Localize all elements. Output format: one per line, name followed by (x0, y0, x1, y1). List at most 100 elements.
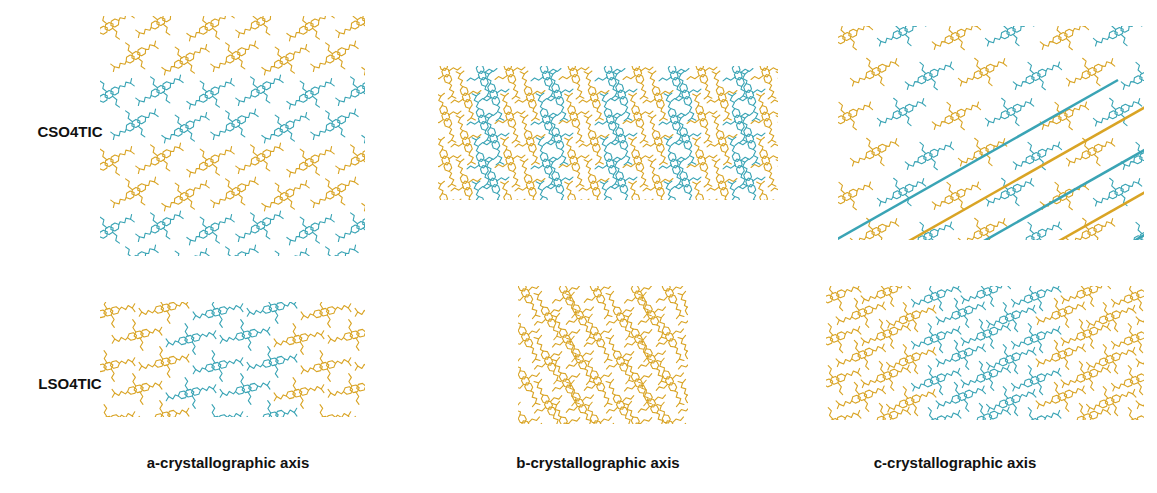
molecule (1006, 397, 1066, 420)
molecule (297, 344, 355, 388)
molecule (1056, 394, 1116, 420)
molecule (229, 63, 290, 118)
molecule (324, 367, 365, 411)
molecule (243, 340, 301, 384)
molecule (535, 66, 582, 125)
packing-panel (826, 286, 1144, 420)
molecule (458, 176, 505, 200)
molecule (698, 198, 745, 200)
molecule (679, 176, 726, 200)
molecule (104, 233, 165, 256)
molecule (355, 168, 365, 223)
molecule (297, 302, 355, 334)
molecule (952, 46, 1013, 99)
molecule (979, 86, 1040, 139)
molecule (1115, 49, 1144, 102)
molecule (438, 66, 470, 104)
molecule (521, 417, 574, 424)
molecule (180, 202, 241, 256)
molecule (593, 373, 646, 424)
molecule (471, 66, 518, 125)
molecule (626, 374, 679, 424)
molecule (458, 88, 505, 147)
molecule (831, 289, 891, 338)
molecule (906, 397, 966, 420)
molecule (355, 32, 365, 87)
molecule (572, 396, 625, 424)
molecule (599, 110, 646, 169)
molecule (155, 168, 216, 223)
molecule (539, 286, 592, 324)
molecule (1106, 313, 1144, 362)
molecule (304, 233, 365, 256)
molecule (135, 340, 193, 384)
molecule (586, 132, 633, 191)
molecule (255, 236, 316, 256)
molecule (762, 66, 778, 125)
molecule (280, 134, 341, 189)
molecule (844, 126, 905, 179)
molecule (522, 132, 569, 191)
molecule (304, 97, 365, 152)
molecule (838, 169, 879, 222)
molecule (1131, 373, 1144, 420)
molecule (554, 374, 607, 424)
axis-label: a-crystallographic axis (147, 454, 310, 471)
molecule (438, 176, 470, 200)
molecule (129, 16, 190, 50)
molecule (586, 88, 633, 147)
molecule (626, 418, 679, 424)
molecule (663, 198, 710, 200)
molecule (727, 66, 774, 125)
molecule (329, 131, 365, 186)
molecule (838, 26, 879, 62)
molecule (104, 165, 165, 220)
molecule (714, 88, 761, 147)
molecule (506, 198, 553, 200)
molecule (683, 395, 688, 424)
packing-panel (100, 16, 365, 256)
molecule (881, 418, 941, 420)
molecule (539, 395, 592, 424)
molecule (518, 286, 553, 325)
molecule (155, 100, 216, 155)
molecule (926, 26, 987, 62)
molecule (280, 16, 341, 53)
molecule (351, 340, 365, 384)
molecule (255, 100, 316, 155)
molecule (871, 86, 932, 139)
molecule (1106, 397, 1144, 420)
molecule (255, 168, 316, 223)
molecule (180, 16, 241, 53)
molecule (108, 367, 166, 411)
molecule (216, 313, 274, 357)
molecule (663, 110, 710, 169)
molecule (831, 331, 891, 380)
molecule (280, 202, 341, 256)
molecule (650, 132, 697, 191)
molecule (1031, 331, 1091, 380)
molecule (926, 89, 987, 142)
molecule (826, 397, 866, 420)
molecule (727, 110, 774, 169)
stacking-column (1118, 80, 1144, 240)
molecule (355, 100, 365, 155)
molecule (979, 166, 1040, 219)
molecule (535, 110, 582, 169)
molecule (570, 154, 617, 200)
molecule (155, 32, 216, 87)
molecule (351, 302, 365, 330)
molecule (522, 176, 569, 200)
molecule (1031, 289, 1091, 338)
molecule (714, 176, 761, 200)
molecule (1115, 129, 1144, 182)
molecule (727, 198, 774, 200)
molecule (762, 198, 778, 200)
molecule (243, 302, 301, 330)
molecule (304, 29, 365, 84)
molecule (856, 394, 916, 420)
molecule (979, 26, 1040, 59)
molecule (518, 396, 553, 424)
molecule (204, 233, 265, 256)
